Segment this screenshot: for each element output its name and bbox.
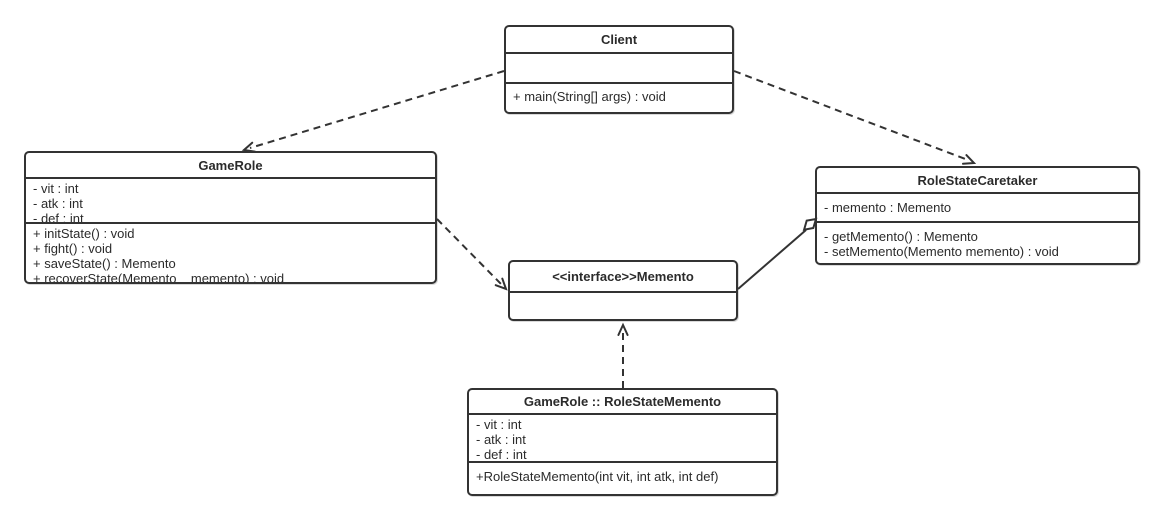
methods-compartment: - getMemento() : Memento - setMemento(Me… (817, 221, 1138, 263)
class-box-rolestatememento[interactable]: GameRole :: RoleStateMemento - vit : int… (467, 388, 778, 496)
attributes-compartment (506, 52, 732, 82)
attributes-compartment: - vit : int - atk : int - def : int (469, 413, 776, 461)
class-box-client[interactable]: Client + main(String[] args) : void (504, 25, 734, 114)
open-arrow-icon (962, 154, 977, 165)
class-box-gamerole[interactable]: GameRole - vit : int - atk : int - def :… (24, 151, 437, 284)
class-title: RoleStateCaretaker (917, 172, 1038, 188)
attribute-line: - memento : Memento (824, 200, 952, 215)
method-line: + initState() : void (33, 226, 135, 241)
edge-gamerole-to-memento[interactable] (436, 218, 508, 291)
methods-compartment: + main(String[] args) : void (506, 82, 732, 112)
edge-rolestatecaretaker-to-memento-aggregation[interactable] (737, 217, 818, 290)
class-title: GameRole (198, 157, 263, 173)
method-line: - setMemento(Memento memento) : void (824, 244, 1059, 259)
attribute-line: - atk : int (33, 196, 83, 211)
method-line: + recoverState(Memento memento) : void (33, 271, 285, 282)
class-title: Client (600, 32, 638, 47)
attribute-line: - vit : int (476, 417, 522, 432)
class-title: <<interface>>Memento (552, 269, 694, 284)
method-line: + fight() : void (33, 241, 113, 256)
method-line: + saveState() : Memento (33, 256, 176, 271)
attribute-line: - atk : int (476, 432, 526, 447)
class-box-memento-interface[interactable]: <<interface>>Memento (508, 260, 738, 321)
attribute-line: - vit : int (33, 181, 79, 196)
class-box-rolestatecaretaker[interactable]: RoleStateCaretaker - memento : Memento -… (815, 166, 1140, 265)
attribute-line: - def : int (476, 447, 527, 461)
open-arrow-icon (617, 322, 629, 336)
edge-client-to-rolestatecaretaker[interactable] (733, 70, 977, 165)
method-line: + main(String[] args) : void (513, 89, 666, 104)
class-title: GameRole :: RoleStateMemento (523, 394, 722, 409)
method-line: +RoleStateMemento(int vit, int atk, int … (476, 469, 719, 484)
attributes-compartment: - memento : Memento (817, 192, 1138, 221)
attributes-compartment: - vit : int - atk : int - def : int (26, 177, 435, 222)
method-line: - getMemento() : Memento (824, 229, 978, 244)
methods-compartment: +RoleStateMemento(int vit, int atk, int … (469, 461, 776, 494)
attributes-compartment (510, 291, 736, 319)
attribute-line: - def : int (33, 211, 84, 222)
edge-rolestatememento-to-memento[interactable] (617, 322, 629, 388)
methods-compartment: + initState() : void + fight() : void + … (26, 222, 435, 282)
open-arrow-icon (494, 277, 508, 291)
edge-client-to-gamerole[interactable] (241, 70, 505, 153)
